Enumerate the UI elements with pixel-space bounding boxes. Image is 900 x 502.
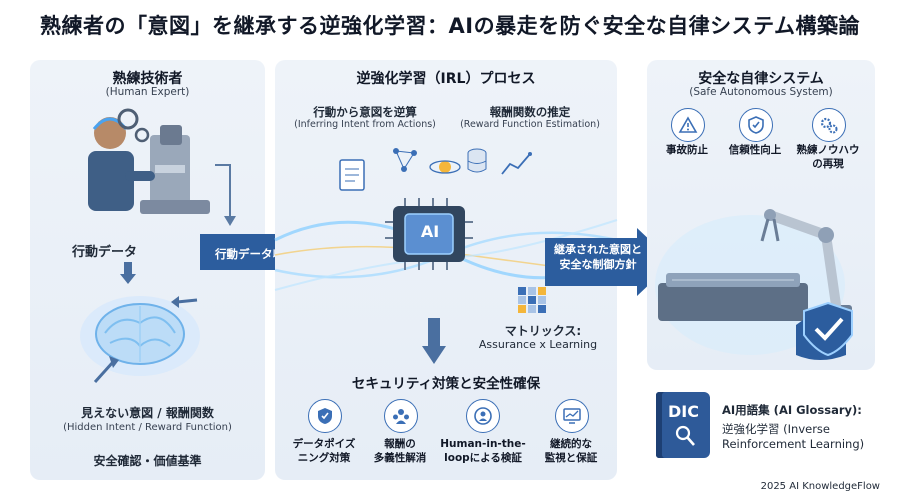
document-icon bbox=[339, 159, 365, 191]
glossary-line1: 逆強化学習 (Inverse bbox=[722, 422, 830, 436]
network-icon bbox=[393, 148, 417, 172]
matrix-subtitle: Assurance x Learning bbox=[478, 338, 598, 351]
step1-label-en: (Inferring Intent from Actions) bbox=[294, 119, 436, 130]
orbit-icon bbox=[429, 160, 461, 174]
step1-label: 行動から意図を逆算 bbox=[313, 105, 417, 119]
security-heading: セキュリティ対策と安全性確保 bbox=[351, 376, 541, 392]
ai-chip-label: AI bbox=[420, 222, 440, 241]
control-policy-label-line2: 安全な制御方針 bbox=[559, 258, 637, 271]
feature-2-label: 信頼性向上 bbox=[728, 144, 782, 156]
brain-illustration bbox=[80, 296, 200, 376]
feature-3-line1: 熟練ノウハウ bbox=[796, 144, 860, 156]
matrix-icon bbox=[518, 287, 546, 313]
dictionary-book-icon: DIC bbox=[656, 392, 710, 458]
people-icon bbox=[384, 399, 418, 433]
down-arrow-2 bbox=[422, 318, 446, 364]
matrix-title: マトリックス: bbox=[504, 324, 582, 338]
feature-3-line2: の再現 bbox=[812, 158, 844, 170]
feedback-arrows bbox=[93, 296, 198, 384]
hidden-intent-label: 見えない意図 / 報酬関数 bbox=[81, 406, 214, 420]
security-item-1-line2: ニング対策 bbox=[297, 452, 351, 464]
security-item-3-line2: loopによる検証 bbox=[444, 452, 522, 464]
shield-check-icon bbox=[739, 108, 773, 142]
step2-label: 報酬関数の推定 bbox=[489, 105, 571, 119]
down-arrow-1 bbox=[120, 262, 136, 284]
feature-1-label: 事故防止 bbox=[666, 144, 708, 156]
step2-label-en: (Reward Function Estimation) bbox=[460, 119, 600, 130]
monitor-icon bbox=[555, 399, 589, 433]
human-loop-icon bbox=[466, 399, 500, 433]
database-icon bbox=[467, 148, 487, 173]
hidden-intent-label-en: (Hidden Intent / Reward Function) bbox=[63, 422, 232, 433]
safe-system-heading-en: (Safe Autonomous System) bbox=[689, 86, 833, 98]
security-item-2-line1: 報酬の bbox=[384, 438, 416, 450]
security-item-2-line2: 多義性解消 bbox=[373, 452, 427, 464]
glossary-title: AI用語集 (AI Glossary): bbox=[722, 403, 862, 417]
gears-icon bbox=[812, 108, 846, 142]
control-policy-label-line1: 継承された意図と bbox=[554, 243, 642, 256]
irl-heading: 逆強化学習（IRL）プロセス bbox=[356, 71, 536, 87]
page-title: 熟練者の「意図」を継承する逆強化学習：AIの暴走を防ぐ安全な自律システム構築論 bbox=[40, 14, 860, 38]
book-label: DIC bbox=[668, 402, 699, 421]
control-policy-arrow bbox=[545, 228, 673, 296]
ai-chip bbox=[385, 198, 473, 270]
action-data-label: 行動データ bbox=[72, 245, 138, 260]
expert-illustration bbox=[88, 108, 210, 214]
security-item-4-line1: 継続的な bbox=[550, 438, 592, 450]
glossary-line2: Reinforcement Learning) bbox=[722, 437, 865, 451]
security-item-4-line2: 監視と保証 bbox=[544, 452, 598, 464]
robot-arm-illustration bbox=[655, 209, 853, 360]
safety-check-label: 安全確認・価値基準 bbox=[93, 454, 202, 468]
feedback-arrow-up bbox=[215, 164, 236, 226]
chart-icon bbox=[501, 152, 532, 175]
human-expert-heading-en: (Human Expert) bbox=[105, 86, 190, 98]
human-expert-heading: 熟練技術者 bbox=[112, 71, 183, 87]
footer-credit: 2025 AI KnowledgeFlow bbox=[760, 481, 880, 492]
shield-icon bbox=[308, 399, 342, 433]
warning-icon bbox=[671, 108, 705, 142]
safe-system-heading: 安全な自律システム bbox=[698, 71, 824, 87]
security-item-1-line1: データポイズ bbox=[292, 438, 356, 450]
security-item-3-line1: Human-in-the- bbox=[440, 438, 526, 450]
